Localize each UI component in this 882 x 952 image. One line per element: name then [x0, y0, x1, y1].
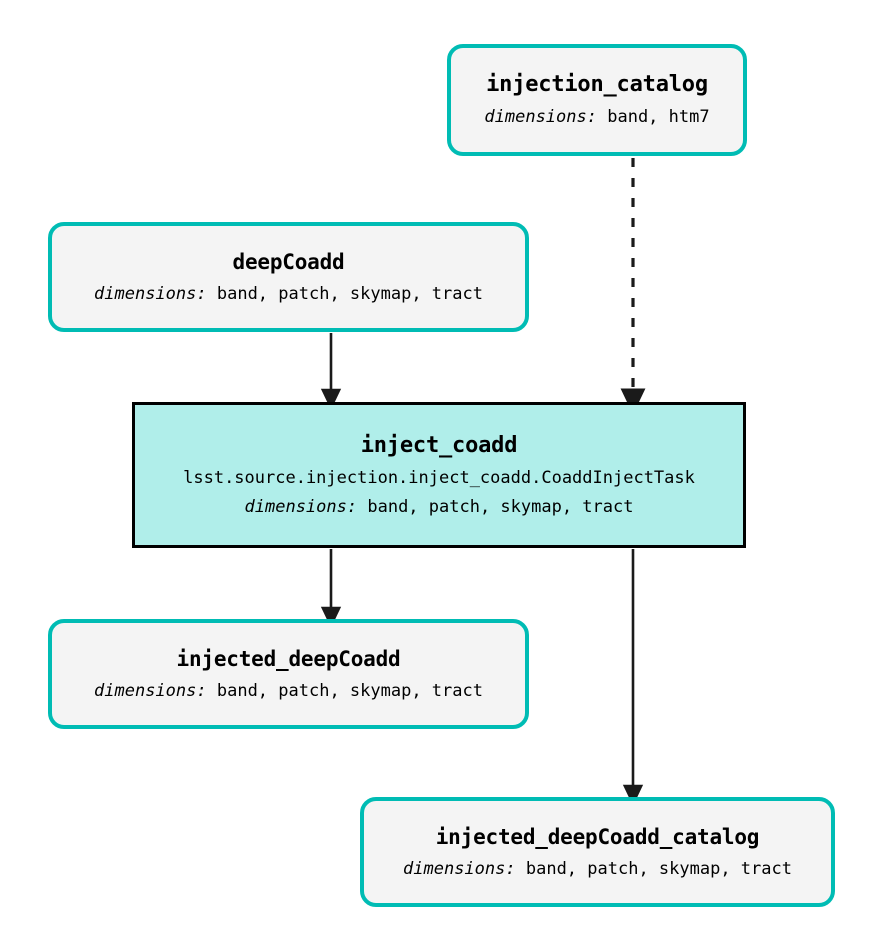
- dimensions-label: dimensions:: [244, 496, 358, 517]
- dataset-node-injected-deepcoadd[interactable]: injected_deepCoadd dimensions: band, pat…: [48, 619, 529, 729]
- node-title: injected_deepCoadd_catalog: [435, 824, 760, 849]
- dimensions-value: band, patch, skymap, tract: [367, 496, 634, 517]
- node-dimensions: dimensions: band, htm7: [484, 107, 709, 127]
- dimensions-value: band, patch, skymap, tract: [525, 858, 792, 879]
- node-title: injected_deepCoadd: [176, 646, 401, 671]
- dimensions-label: dimensions:: [94, 680, 207, 701]
- dataset-node-injected-deepcoadd-catalog[interactable]: injected_deepCoadd_catalog dimensions: b…: [360, 797, 835, 907]
- dimensions-value: band, htm7: [607, 107, 710, 128]
- dimensions-value: band, patch, skymap, tract: [216, 283, 483, 304]
- dataset-node-injection-catalog[interactable]: injection_catalog dimensions: band, htm7: [447, 44, 747, 156]
- dimensions-label: dimensions:: [403, 858, 516, 879]
- dataset-node-deepcoadd[interactable]: deepCoadd dimensions: band, patch, skyma…: [48, 222, 529, 332]
- dimensions-label: dimensions:: [94, 283, 207, 304]
- dimensions-value: band, patch, skymap, tract: [216, 680, 483, 701]
- node-title: injection_catalog: [486, 72, 708, 98]
- task-node-inject-coadd[interactable]: inject_coadd lsst.source.injection.injec…: [132, 402, 746, 548]
- node-title: inject_coadd: [360, 432, 518, 458]
- node-dimensions: dimensions: band, patch, skymap, tract: [94, 284, 483, 304]
- node-title: deepCoadd: [232, 249, 345, 274]
- dimensions-label: dimensions:: [484, 107, 597, 128]
- node-dimensions: dimensions: band, patch, skymap, tract: [94, 681, 483, 701]
- node-dimensions: dimensions: band, patch, skymap, tract: [403, 859, 792, 879]
- node-class-path: lsst.source.injection.inject_coadd.Coadd…: [183, 468, 695, 489]
- node-dimensions: dimensions: band, patch, skymap, tract: [245, 497, 634, 517]
